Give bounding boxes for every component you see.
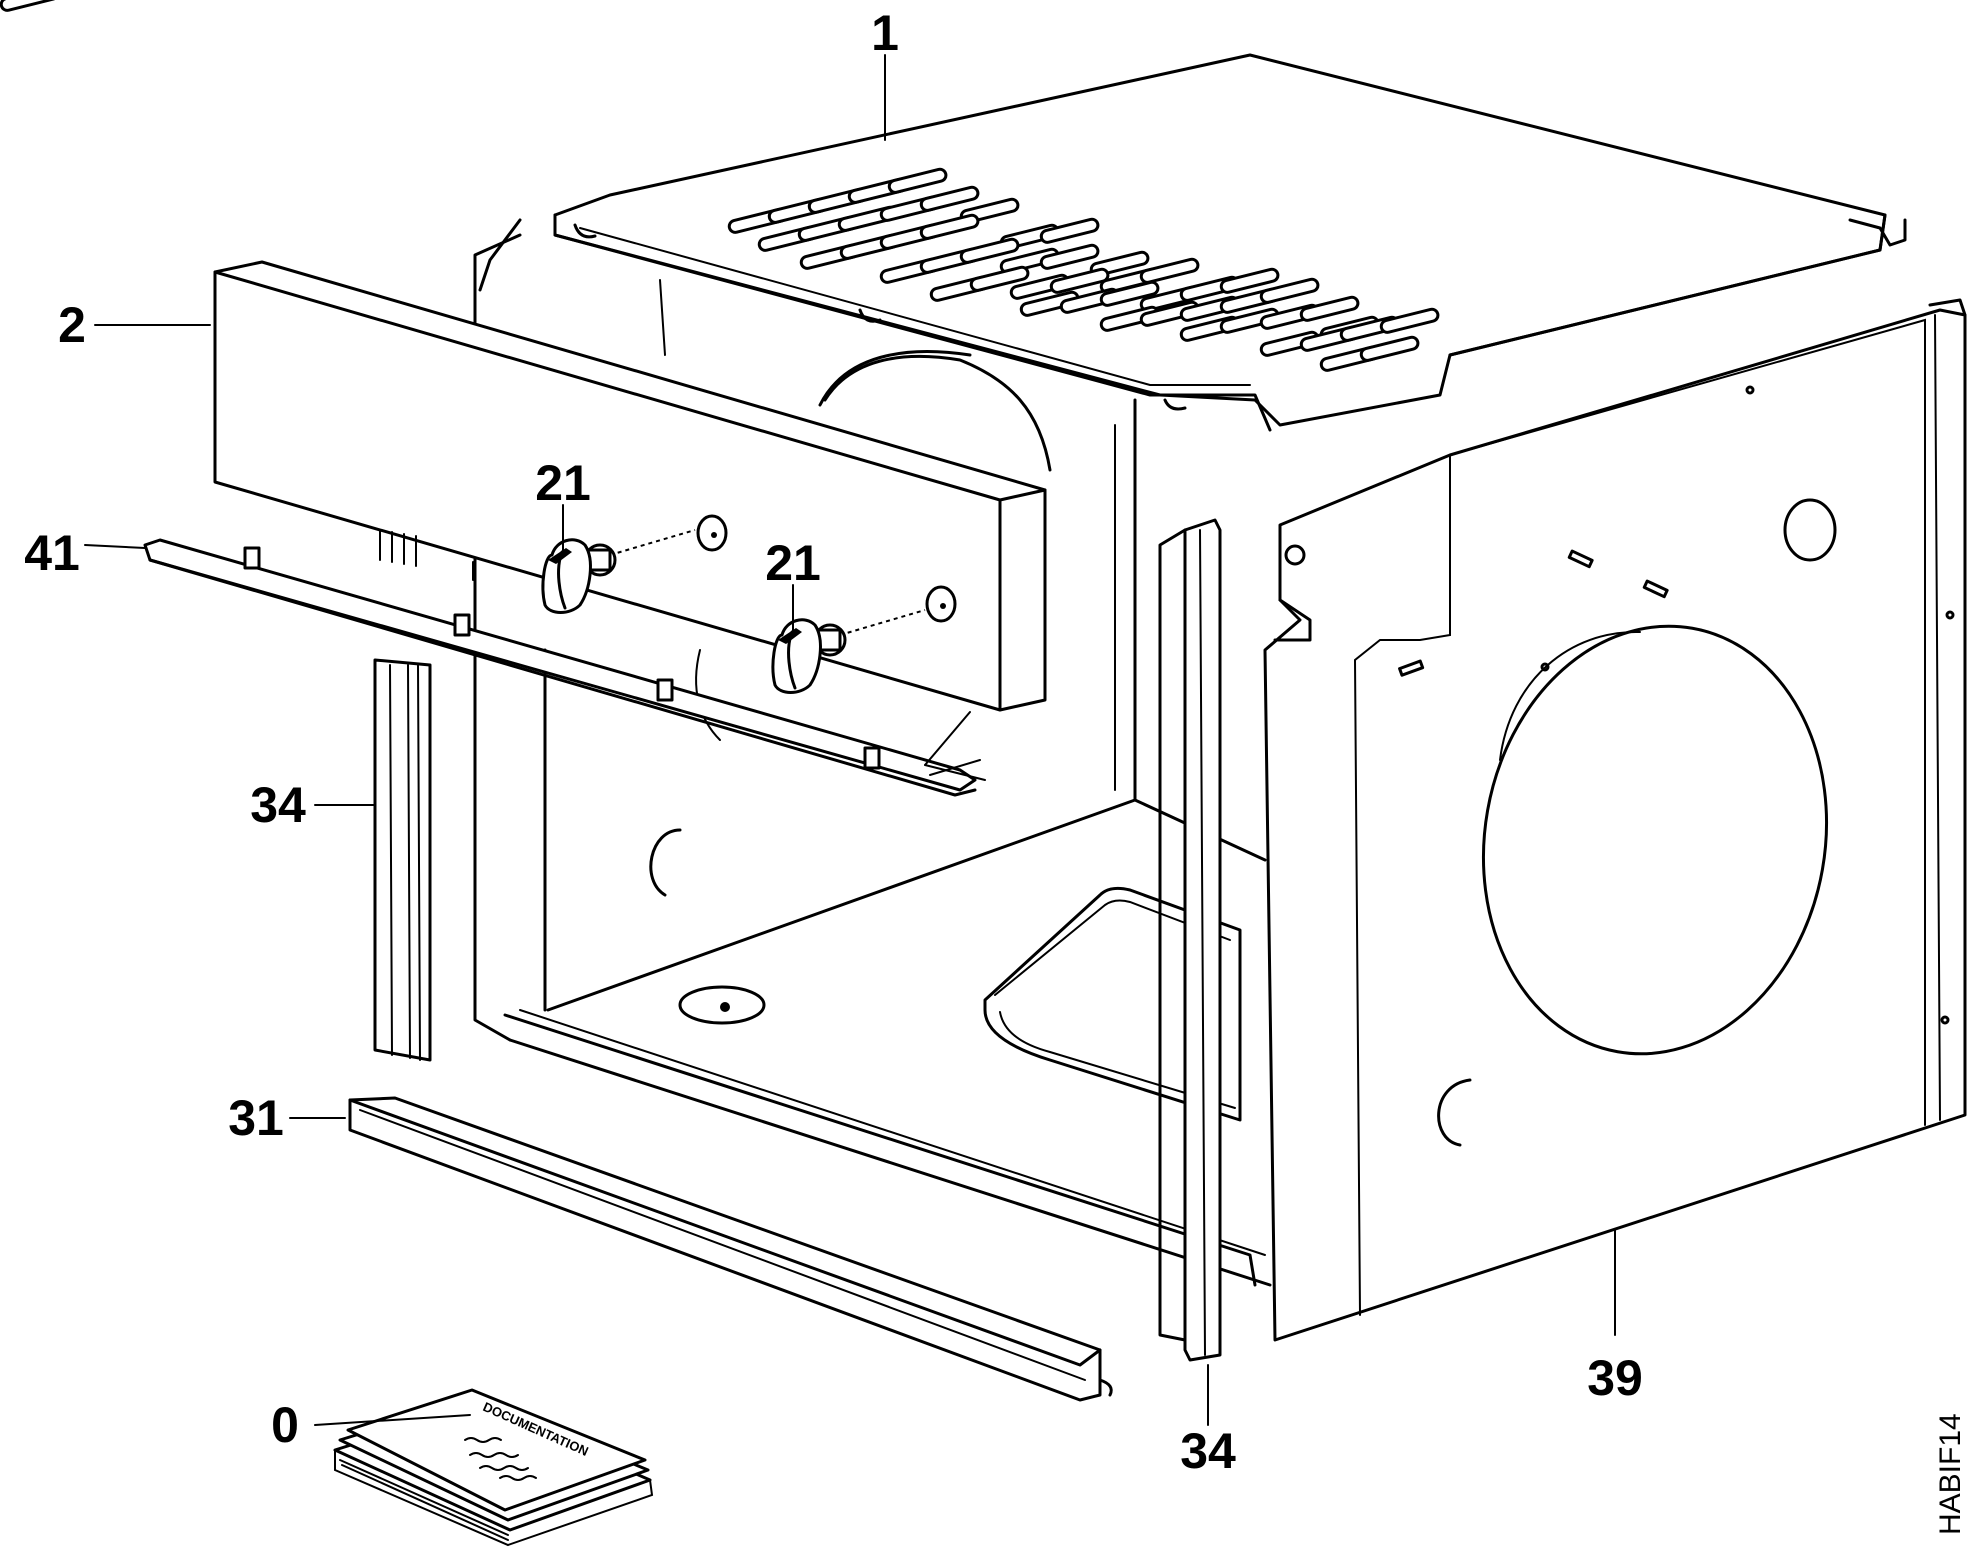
label-top-panel: 1: [871, 5, 899, 61]
documentation-booklet: DOCUMENTATION: [333, 1388, 654, 1547]
label-side-panel: 39: [1587, 1350, 1643, 1406]
top-panel: [0, 0, 1907, 432]
label-side-strip-right: 34: [1180, 1423, 1236, 1479]
callout-labels: 1 2 21 21 41 34 31 34 39 0 HABIF14: [24, 5, 1967, 1535]
label-side-strip-left: 34: [250, 777, 306, 833]
vent-slots: [0, 0, 1441, 374]
label-documentation: 0: [271, 1397, 299, 1453]
drawing-code: HABIF14: [1934, 1413, 1967, 1535]
control-panel: [213, 260, 1047, 712]
label-knob-right: 21: [765, 535, 821, 591]
side-strip-left: [373, 658, 432, 1062]
label-bottom-strip: 31: [228, 1090, 284, 1146]
oven-cavity: [473, 233, 1272, 1287]
bottom-strip: [348, 1096, 1113, 1402]
front-rail: [143, 529, 986, 797]
label-knob-left: 21: [535, 455, 591, 511]
label-control-panel: 2: [58, 297, 86, 353]
side-strip-right: [1158, 518, 1222, 1362]
knob-left: [541, 529, 696, 614]
knob-right: [771, 609, 926, 694]
label-front-rail: 41: [24, 525, 80, 581]
leader-lines: [84, 54, 1616, 1426]
side-panel: [1263, 298, 1967, 1342]
